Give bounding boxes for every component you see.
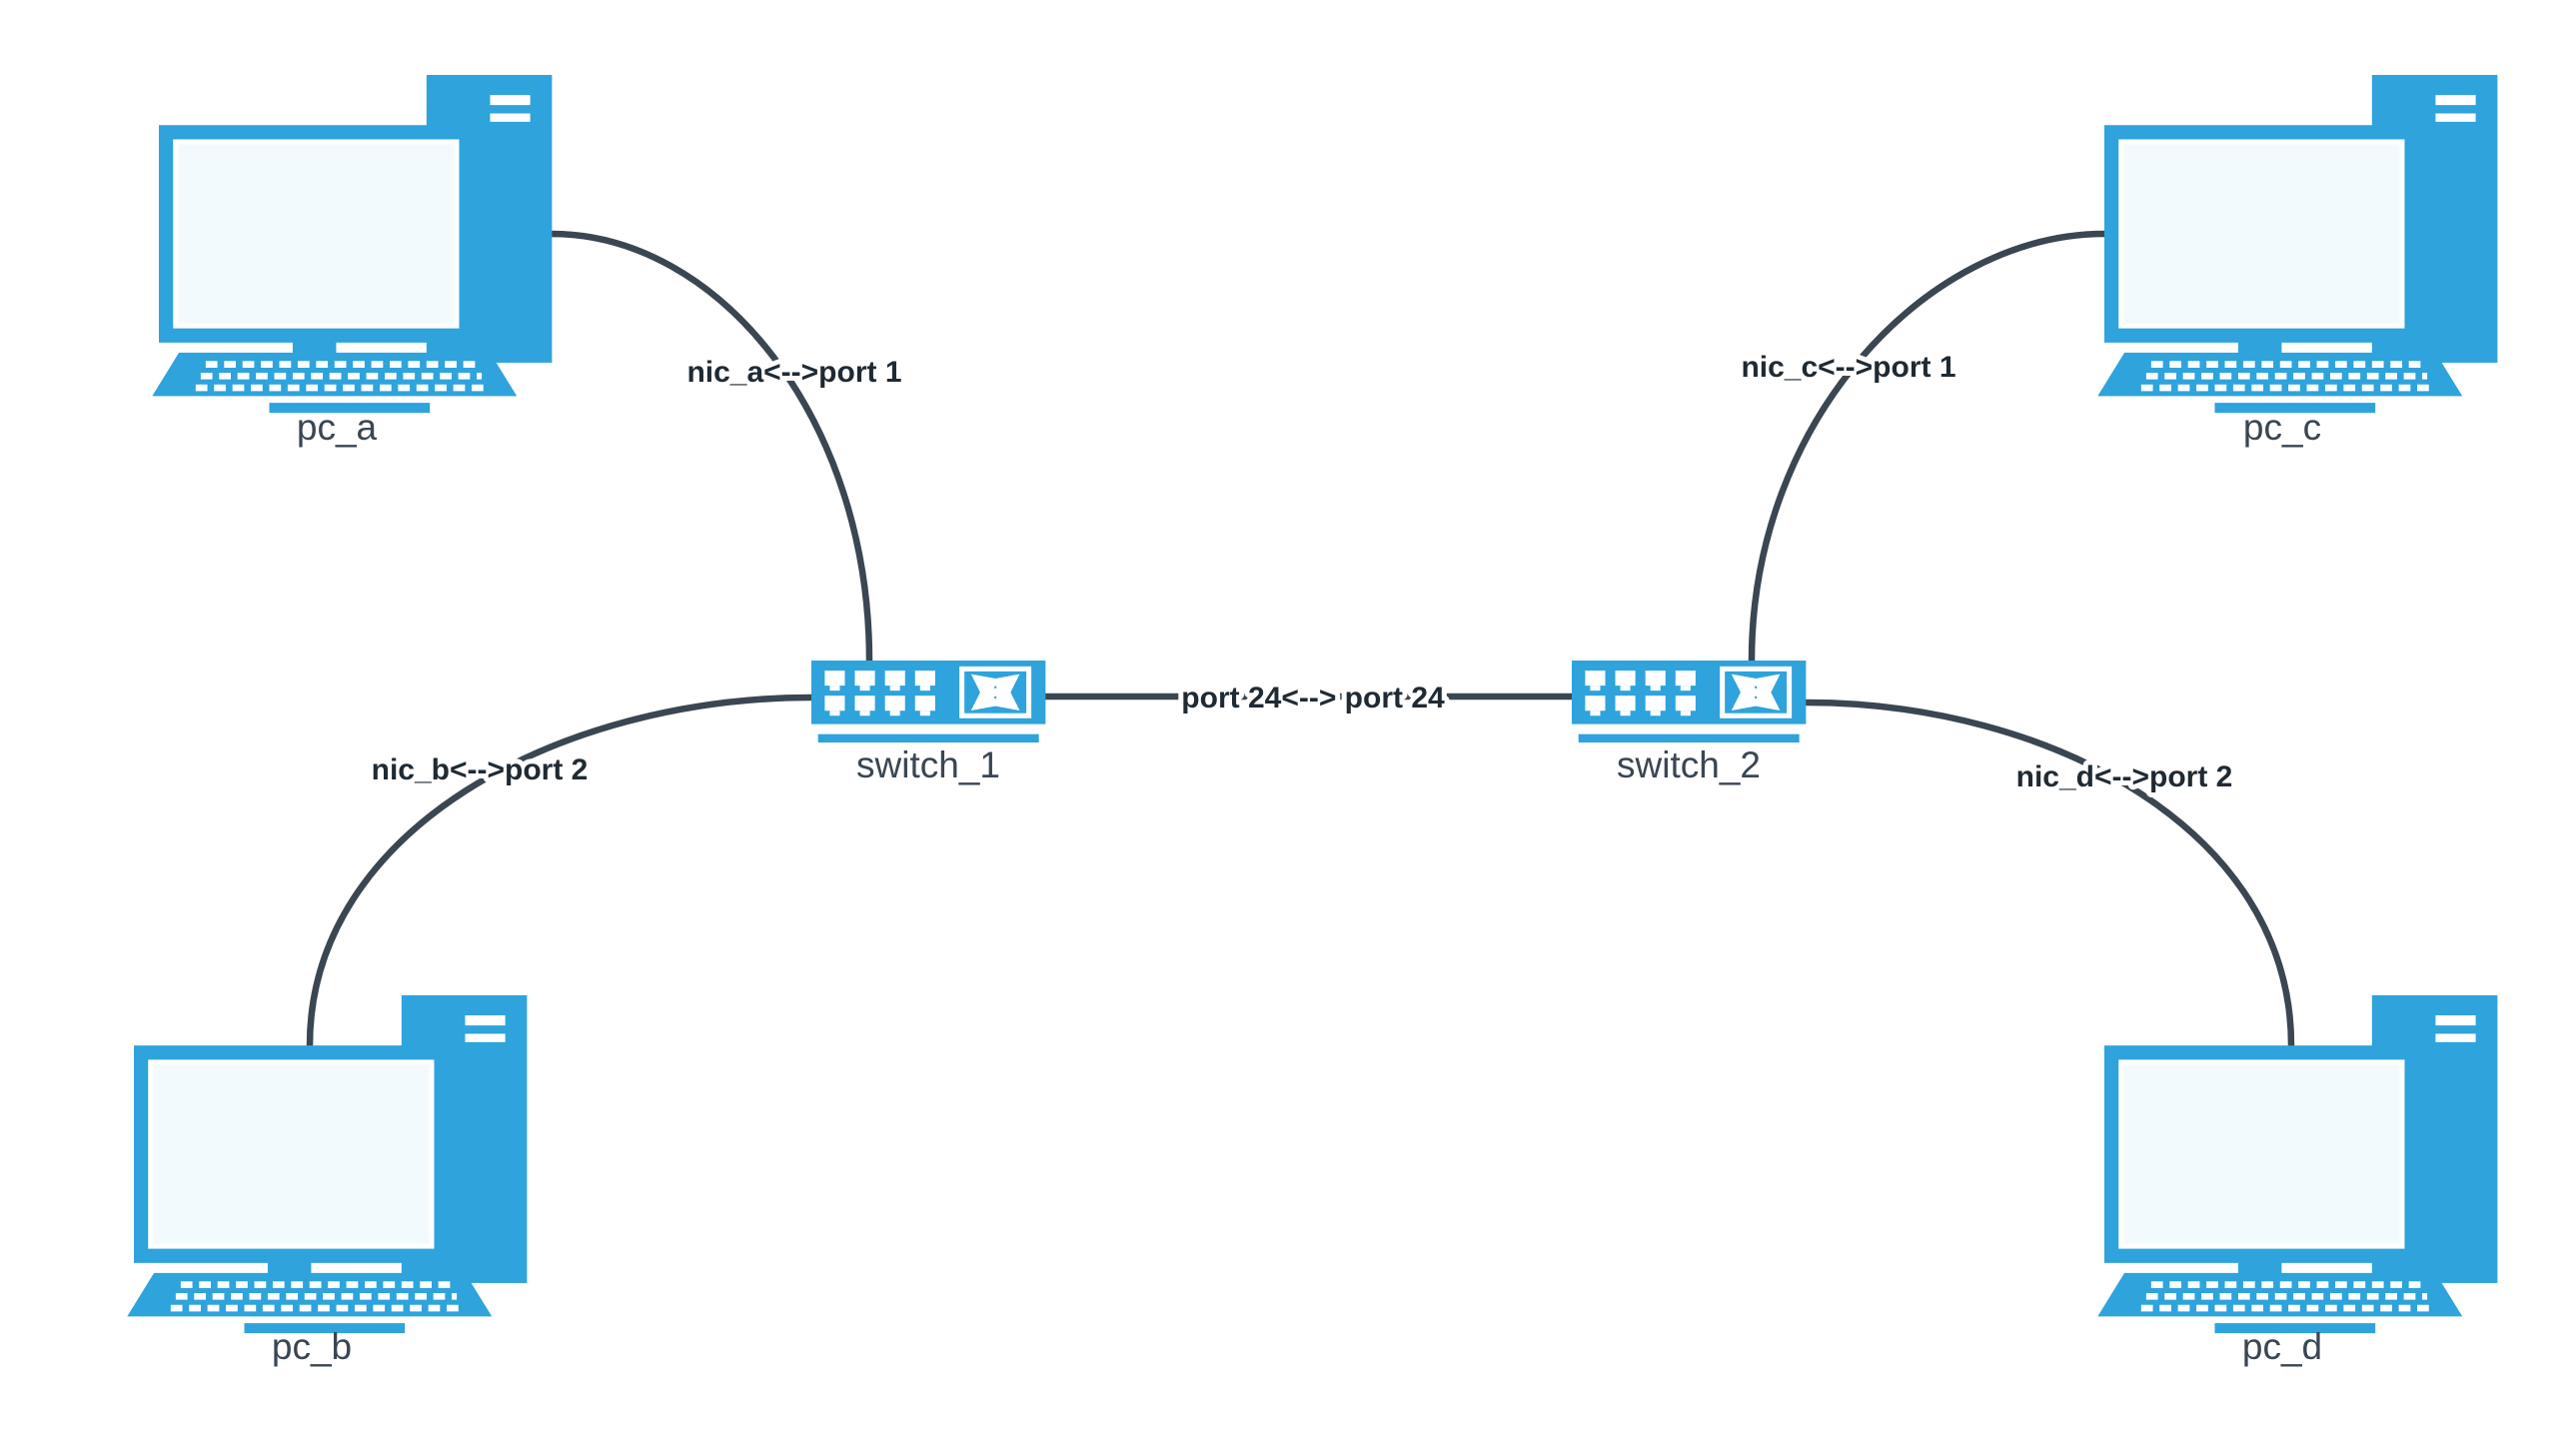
node-label-pc-b: pc_b: [272, 1326, 352, 1367]
node-pc-a[interactable]: [152, 75, 552, 413]
switch-icon: [811, 661, 1045, 742]
pc-icon: [127, 995, 527, 1333]
connection-pc-a-switch-1[interactable]: [548, 230, 873, 665]
node-label-switch-1: switch_1: [856, 744, 1000, 785]
node-label-pc-a: pc_a: [297, 407, 378, 448]
connection-pc-b-switch-1[interactable]: [306, 694, 815, 1049]
edge-label-trunk: port 24<--> port 24: [1181, 682, 1445, 715]
node-pc-c[interactable]: [2097, 75, 2497, 413]
node-switch-2[interactable]: [1572, 661, 1806, 742]
node-label-switch-2: switch_2: [1617, 744, 1761, 785]
edge-label-nic-b: nic_b<-->port 2: [372, 753, 589, 786]
node-pc-b[interactable]: [127, 995, 527, 1333]
connection-pc-d-switch-2[interactable]: [1803, 699, 2295, 1049]
node-pc-d[interactable]: [2097, 995, 2497, 1333]
edge-label-nic-c: nic_c<-->port 1: [1741, 351, 1955, 384]
pc-icon: [2097, 995, 2497, 1333]
pc-icon: [152, 75, 552, 413]
connection-pc-c-switch-2[interactable]: [1748, 230, 2108, 665]
pc-icon: [2097, 75, 2497, 413]
edge-label-nic-d: nic_d<-->port 2: [2016, 760, 2233, 793]
node-label-pc-d: pc_d: [2242, 1326, 2322, 1367]
switch-icon: [1572, 661, 1806, 742]
edge-label-nic-a: nic_a<-->port 1: [686, 356, 901, 389]
node-label-pc-c: pc_c: [2243, 407, 2321, 448]
node-switch-1[interactable]: [811, 661, 1045, 742]
